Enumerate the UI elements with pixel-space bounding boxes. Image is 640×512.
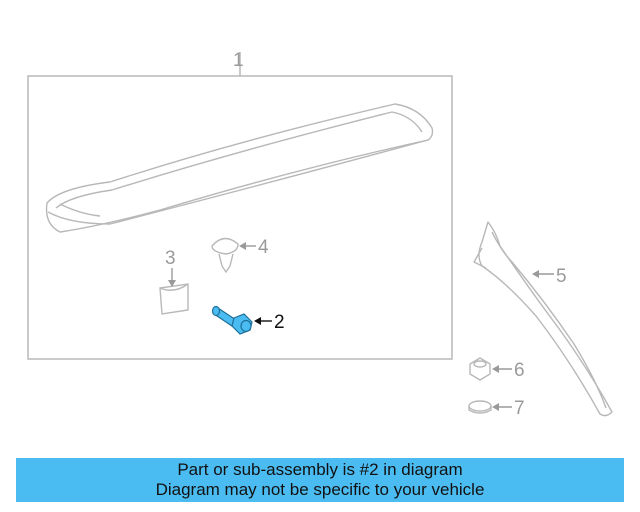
clip-part-3 <box>159 283 189 315</box>
info-banner: Part or sub-assembly is #2 in diagram Di… <box>16 458 624 502</box>
banner-line-2: Diagram may not be specific to your vehi… <box>155 480 485 499</box>
callout-2-arrow <box>254 317 261 325</box>
trim-part-5 <box>473 221 613 417</box>
washer-part-7 <box>468 400 492 414</box>
callout-3-arrow <box>168 280 176 287</box>
callout-1-label: 1 <box>233 50 244 71</box>
callout-4-label: 4 <box>258 237 269 258</box>
callout-4-arrow <box>239 242 246 250</box>
banner-line-1: Part or sub-assembly is #2 in diagram <box>177 460 463 479</box>
nut-part-6 <box>469 357 491 381</box>
callout-5-label: 5 <box>556 266 567 287</box>
bolt-part-2 <box>211 305 253 335</box>
callout-7-arrow <box>492 403 499 411</box>
callout-7-label: 7 <box>514 398 525 419</box>
push-pin-part-4 <box>211 237 239 274</box>
callout-3-label: 3 <box>165 248 176 269</box>
callout-5-arrow <box>532 270 539 278</box>
callout-6-arrow <box>492 365 499 373</box>
callout-6-label: 6 <box>514 360 525 381</box>
spoiler-part-1 <box>45 103 434 233</box>
callout-2-label: 2 <box>274 312 285 333</box>
